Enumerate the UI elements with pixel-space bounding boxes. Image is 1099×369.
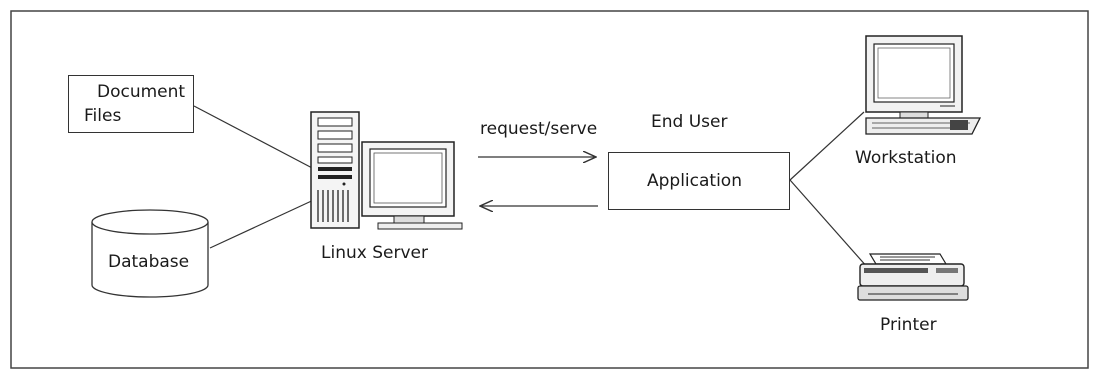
application-label: Application (647, 171, 742, 191)
server-tower-icon (310, 111, 360, 229)
printer-icon (857, 253, 969, 301)
diagram-border (10, 10, 1089, 369)
workstation-computer-icon (865, 35, 982, 135)
document-files-box: Document Files (68, 75, 194, 133)
monitor-icon (361, 141, 463, 230)
request-serve-label: request/serve (480, 119, 598, 139)
linux-server-label: Linux Server (321, 243, 428, 263)
printer-label: Printer (880, 315, 937, 335)
database-label: Database (108, 252, 190, 272)
db-to-server-line (209, 197, 319, 249)
database-cylinder (91, 209, 209, 298)
document-files-label-line2: Files (84, 106, 122, 126)
workstation-label: Workstation (855, 148, 957, 168)
app-to-printer-line (789, 179, 869, 269)
doc-to-server-line (193, 105, 317, 171)
app-to-workstation-line (789, 111, 865, 181)
end-user-label: End User (651, 112, 728, 132)
document-files-label-line1: Document (97, 82, 186, 102)
application-box: Application (608, 152, 790, 210)
